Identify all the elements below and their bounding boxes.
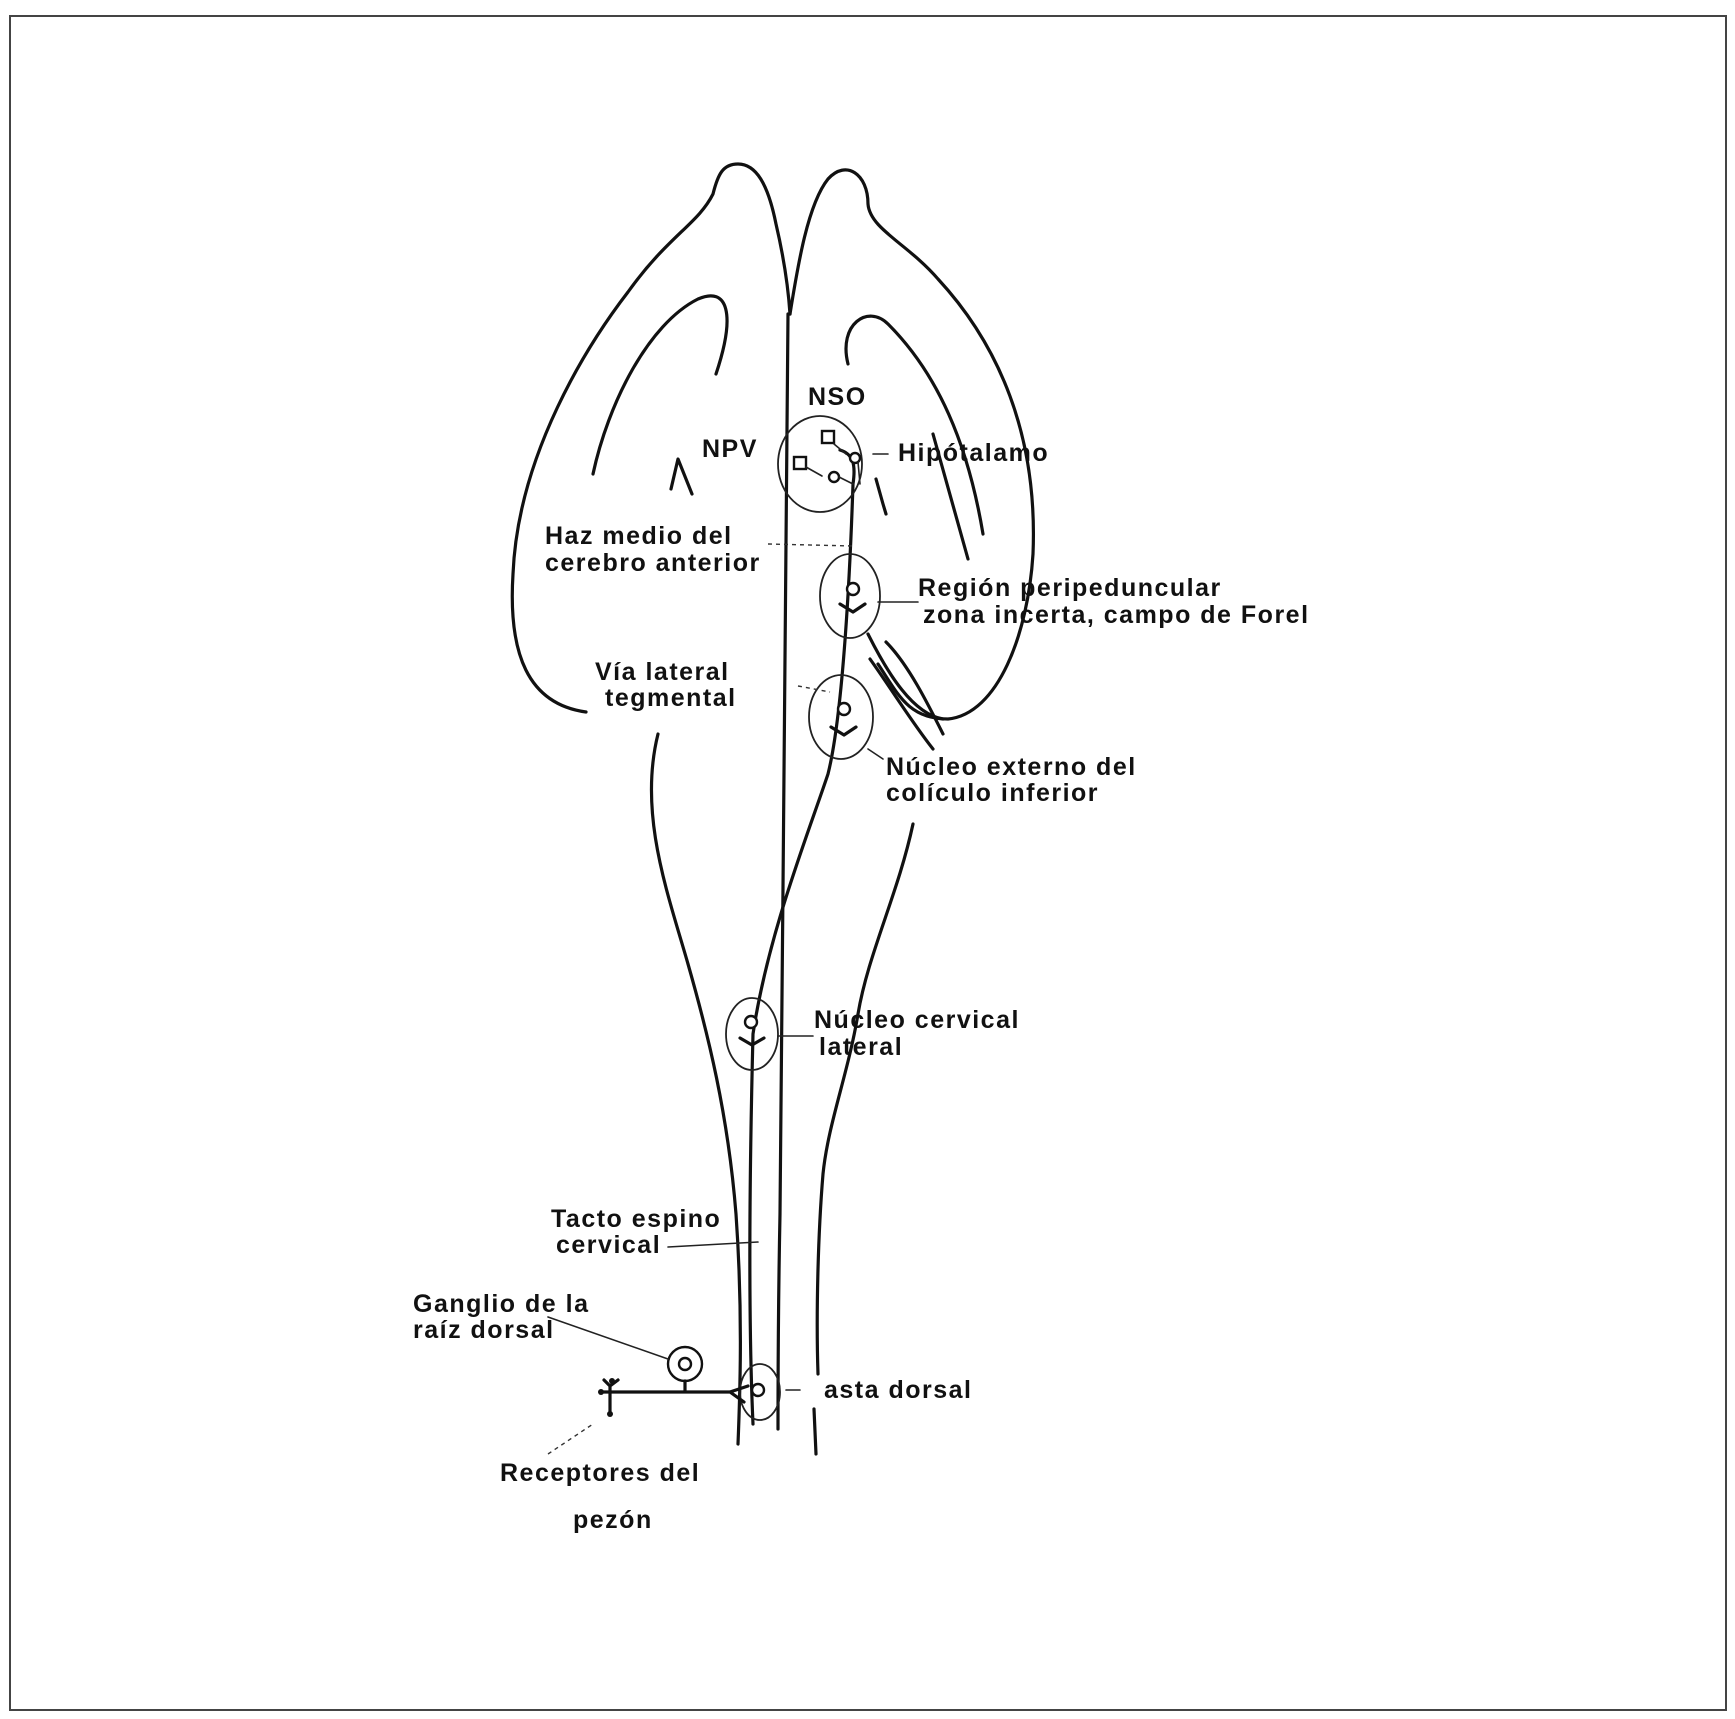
label-npv: NPV: [702, 435, 758, 463]
label-nucleo-ext-1: Núcleo externo del: [886, 753, 1137, 781]
label-nucleo-cerv-2: lateral: [819, 1033, 903, 1061]
cervical-neuron: [745, 1016, 757, 1028]
nso-square-icon: [822, 431, 834, 443]
label-ganglio-2: raíz dorsal: [413, 1316, 555, 1344]
peripeduncular-neuron: [847, 583, 859, 595]
label-region-1: Región peripeduncular: [918, 574, 1222, 602]
afferent-fiber: [610, 1381, 748, 1402]
brain-pathway-diagram: NSO NPV Hipótalamo Haz medio del cerebro…: [8, 14, 1728, 1712]
label-region-2: zona incerta, campo de Forel: [923, 601, 1310, 629]
hypothalamus-circle: [778, 416, 862, 512]
npv-square-icon: [794, 457, 806, 469]
peduncle-right-b: [870, 659, 933, 749]
label-haz-2: cerebro anterior: [545, 549, 761, 577]
right-notch: [876, 479, 886, 514]
label-hipotalamo: Hipótalamo: [898, 439, 1049, 467]
receptor-dot-2: [607, 1411, 613, 1417]
brainstem-right: [817, 824, 913, 1374]
label-asta: asta dorsal: [824, 1376, 973, 1404]
label-receptores-2: pezón: [573, 1506, 653, 1534]
leader-tracto: [668, 1242, 758, 1247]
label-receptores-1: Receptores del: [500, 1459, 700, 1487]
peripeduncular-synapse: [840, 604, 865, 612]
label-haz-1: Haz medio del: [545, 522, 733, 550]
spinal-right-lower: [814, 1409, 816, 1454]
ganglion-inner-icon: [679, 1358, 691, 1370]
pathway-line: [750, 450, 854, 1424]
colliculus-neuron: [838, 703, 850, 715]
nipple-receptor-icon: [600, 1380, 618, 1414]
label-nso: NSO: [808, 383, 867, 411]
leader-ganglio: [548, 1317, 668, 1359]
label-via-1: Vía lateral: [595, 658, 730, 686]
label-tracto-2: cervical: [556, 1231, 661, 1259]
midline: [778, 314, 788, 1429]
label-ganglio-1: Ganglio de la: [413, 1290, 589, 1318]
receptor-dot-3: [609, 1378, 615, 1384]
right-inner-arc: [846, 316, 983, 534]
hypothalamus-neuron-2: [829, 472, 839, 482]
label-nucleo-ext-2: colículo inferior: [886, 779, 1099, 807]
left-inner-mark: [671, 459, 692, 494]
label-tracto-1: Tacto espino: [551, 1205, 721, 1233]
leader-via: [798, 686, 830, 692]
border: [10, 16, 1726, 1710]
dorsal-horn-neuron: [752, 1384, 764, 1396]
diagram-frame: NSO NPV Hipótalamo Haz medio del cerebro…: [8, 14, 1728, 1712]
leader-haz: [768, 544, 853, 546]
label-via-2: tegmental: [605, 684, 737, 712]
brainstem-left: [651, 734, 740, 1444]
leader-nucleo-ext: [868, 749, 883, 759]
leader-receptores: [548, 1424, 593, 1454]
label-nucleo-cerv-1: Núcleo cervical: [814, 1006, 1020, 1034]
receptor-dot-1: [598, 1389, 604, 1395]
right-inner-fold: [868, 634, 943, 719]
